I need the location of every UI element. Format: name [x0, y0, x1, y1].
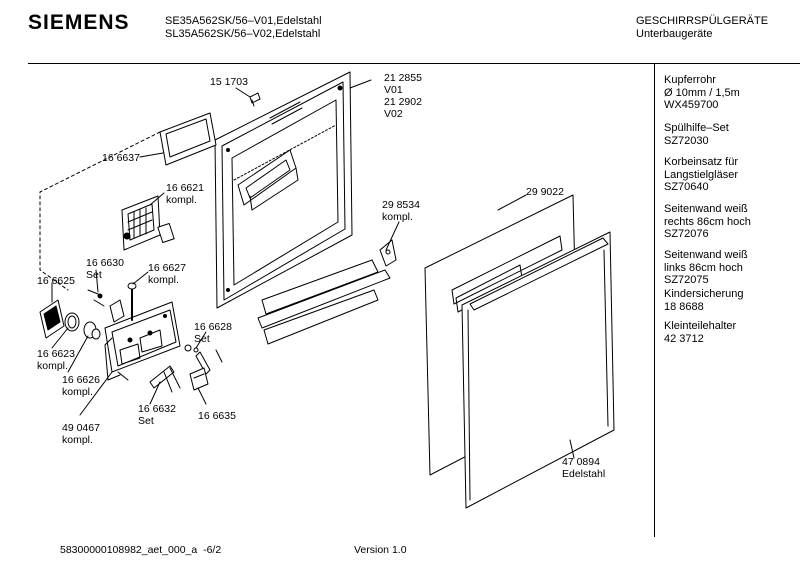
document-id: 58300000108982_aet_000_a -6/2 [60, 544, 222, 556]
door-inner-panel [214, 71, 353, 309]
part-label: 16 6632 [138, 403, 176, 415]
part-label: 15 1703 [210, 76, 248, 88]
part-variant-label: V01 [384, 84, 403, 96]
model-line-2: SL35A562SK/56–V02,Edelstahl [165, 28, 321, 40]
part-sublabel: kompl. [148, 274, 179, 286]
part-label: 16 6621 [166, 182, 204, 194]
part-label: 29 9022 [526, 186, 564, 198]
part-sublabel: kompl. [62, 434, 93, 446]
part-sublabel: Edelstahl [562, 468, 606, 480]
part-sublabel: Set [86, 269, 102, 281]
part-label: 47 0894 [562, 456, 600, 468]
version-label: Version 1.0 [354, 544, 407, 556]
header-rule [28, 63, 800, 64]
part-label: 16 6625 [37, 275, 75, 287]
dispenser-body-part [104, 301, 181, 381]
part-label: 16 6637 [102, 152, 140, 164]
subcategory-title: Unterbaugeräte [636, 28, 713, 40]
category-title: GESCHIRRSPÜLGERÄTE [636, 15, 769, 27]
gasket-frame-part [159, 112, 217, 166]
dispenser-small-parts [39, 282, 223, 393]
part-sublabel: kompl. [62, 386, 93, 398]
screw-part [249, 92, 261, 107]
part-label: 16 6630 [86, 257, 124, 269]
part-label: 21 2855 [384, 72, 422, 84]
part-label: 16 6628 [194, 321, 232, 333]
part-sublabel: kompl. [382, 211, 413, 223]
model-line-1: SE35A562SK/56–V01,Edelstahl [165, 15, 322, 27]
part-label: 29 8534 [382, 199, 420, 211]
front-panel-part [461, 231, 615, 509]
page-number: -6/2 [203, 544, 222, 556]
part-variant-label: V02 [384, 108, 403, 120]
leader-lines [51, 79, 575, 459]
part-label: 16 6626 [62, 374, 100, 386]
part-label: 21 2902 [384, 96, 422, 108]
part-label: 16 6627 [148, 262, 186, 274]
brand-logo: SIEMENS [28, 11, 130, 34]
sidebar-divider [654, 63, 655, 537]
part-sublabel: kompl. [37, 360, 68, 372]
part-label: 16 6623 [37, 348, 75, 360]
part-label: 16 6635 [198, 410, 236, 422]
part-sublabel: Set [138, 415, 154, 427]
part-sublabel: kompl. [166, 194, 197, 206]
dispenser-cover-part [121, 195, 175, 251]
door-bottom-rail-part [257, 239, 397, 345]
part-label: 49 0467 [62, 422, 100, 434]
part-sublabel: Set [194, 333, 210, 345]
